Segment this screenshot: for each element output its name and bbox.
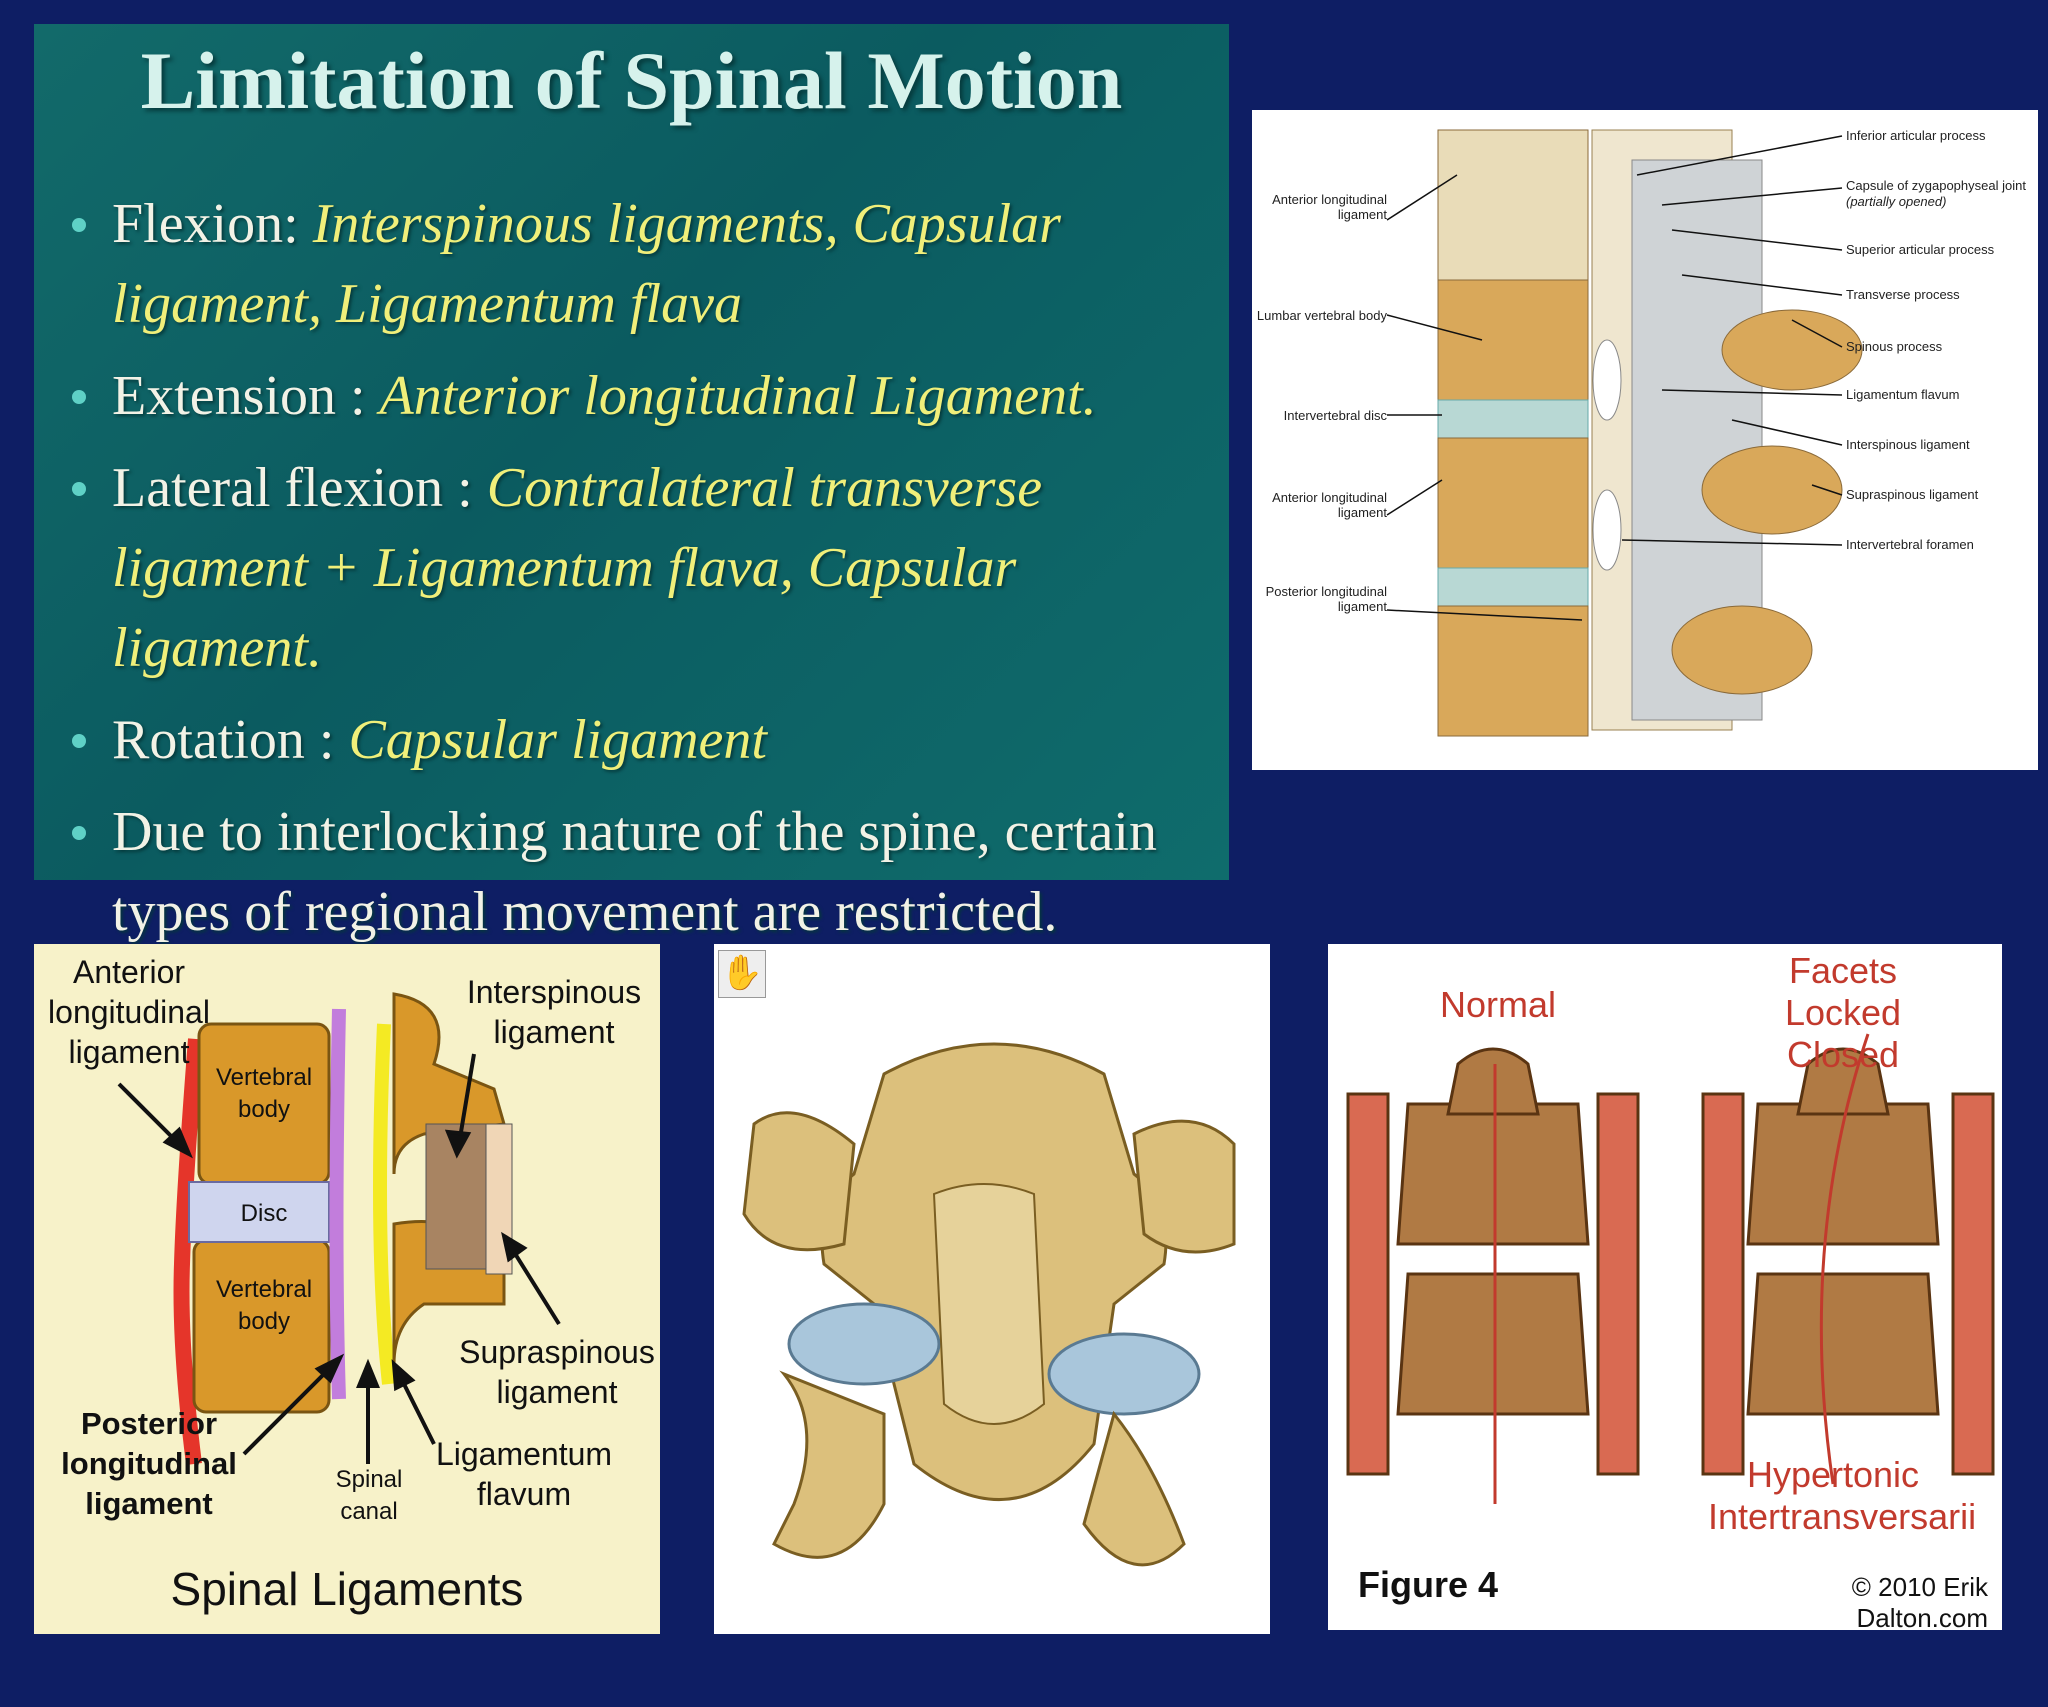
lumbar-spine-figure: Anterior longitudinal ligament Lumbar ve… <box>1252 110 2038 770</box>
label-normal: Normal <box>1439 984 1556 1025</box>
label-intervertebral-foramen: Intervertebral foramen <box>1846 537 1974 552</box>
spinal-ligaments-figure: Anterior longitudinal ligament Vertebral… <box>34 944 660 1634</box>
bullet-interlocking: Due to interlocking nature of the spine,… <box>58 792 1199 952</box>
label-anterior-longitudinal-2: Anterior longitudinal ligament <box>1272 490 1387 520</box>
label-anterior-longitudinal: Anterior longitudinal ligament <box>48 954 210 1070</box>
slide-title: Limitation of Spinal Motion <box>140 35 1123 126</box>
label-spinous-process: Spinous process <box>1846 339 1943 354</box>
bullet-rotation: Rotation : Capsular ligament <box>58 700 1199 780</box>
label-partially-opened: (partially opened) <box>1846 194 1947 209</box>
label-spinal-canal: Spinal canal <box>335 1466 403 1525</box>
bullet-lateral-flexion: Lateral flexion : Contralateral transver… <box>58 448 1199 688</box>
label-superior-articular: Superior articular process <box>1846 242 1995 257</box>
bullet-extension: Extension : Anterior longitudinal Ligame… <box>58 356 1199 436</box>
label-vertebral-body-1: Vertebral body <box>215 1064 313 1123</box>
label-facets-locked: Facets Locked Closed <box>1784 950 1902 1075</box>
hand-cursor-icon[interactable]: ✋ <box>718 950 766 998</box>
label-intervertebral-disc: Intervertebral disc <box>1283 408 1387 423</box>
label-hypertonic: Hypertonic Intertransversarii <box>1708 1454 1977 1537</box>
label-ligamentum-flavum: Ligamentum flavum <box>435 1436 613 1512</box>
label-capsule-zygapophyseal: Capsule of zygapophyseal joint <box>1846 178 2026 193</box>
figure-caption: Spinal Ligaments <box>170 1563 524 1615</box>
label-interspinous: Interspinous ligament <box>466 974 642 1050</box>
cervical-vertebra-figure: ✋ <box>714 944 1270 1634</box>
label-lumbar-vertebral-body: Lumbar vertebral body <box>1256 308 1387 323</box>
lumbar-spine-drawing <box>1386 129 1863 737</box>
label-figure-number: Figure 4 <box>1358 1564 1499 1605</box>
label-supraspinous: Supraspinous ligament <box>459 1334 655 1410</box>
label-disc: Disc <box>240 1200 288 1227</box>
facets-drawing <box>1346 1033 1995 1504</box>
label-inferior-articular: Inferior articular process <box>1846 128 1986 143</box>
label-posterior-longitudinal: Posterior longitudinal ligament <box>61 1406 237 1521</box>
cervical-vertebra-drawing <box>742 1042 1236 1567</box>
facets-locked-figure: Normal Facets Locked Closed Hypertonic I… <box>1328 944 2002 1630</box>
label-transverse-process: Transverse process <box>1846 287 1960 302</box>
bullet-flexion: Flexion: Interspinous ligaments, Capsula… <box>58 184 1199 344</box>
label-vertebral-body-2: Vertebral body <box>215 1276 313 1335</box>
bullet-list: Flexion: Interspinous ligaments, Capsula… <box>58 184 1199 964</box>
label-supraspinous: Supraspinous ligament <box>1846 487 1979 502</box>
label-anterior-longitudinal-1: Anterior longitudinal ligament <box>1272 192 1387 222</box>
label-ligamentum-flavum: Ligamentum flavum <box>1846 387 1960 402</box>
text-slide: Limitation of Spinal Motion Flexion: Int… <box>34 24 1229 943</box>
label-copyright: © 2010 Erik Dalton.com <box>1851 1572 1988 1630</box>
label-interspinous: Interspinous ligament <box>1846 437 1970 452</box>
label-posterior-longitudinal: Posterior longitudinal ligament <box>1265 584 1387 614</box>
spinal-ligaments-drawing <box>117 992 561 1465</box>
